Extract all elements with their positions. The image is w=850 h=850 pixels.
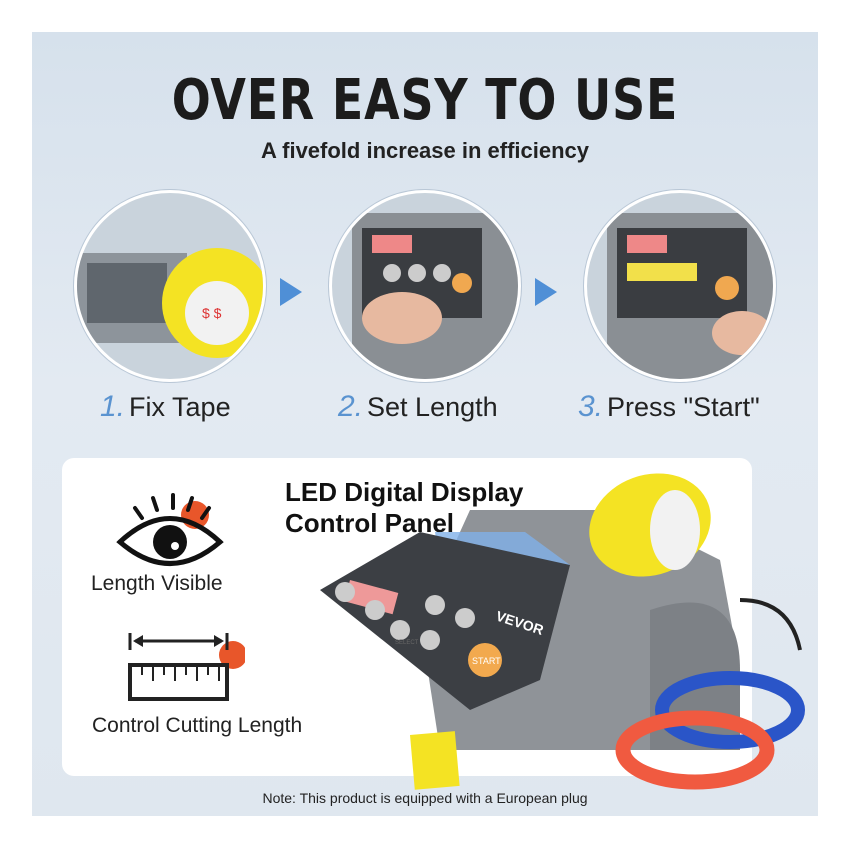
- svg-text:$ $: $ $: [202, 305, 222, 321]
- arrow-right-icon: [280, 278, 302, 306]
- panel-title-line2: Control Panel: [285, 508, 455, 538]
- page-subtitle: A fivefold increase in efficiency: [260, 138, 590, 163]
- step-3-label: 3.Press "Start": [578, 390, 760, 424]
- step-number: 3.: [578, 390, 604, 423]
- start-button-label: START: [472, 656, 501, 666]
- step-number: 2.: [338, 390, 364, 423]
- feature-control-cutting-length: Control Cutting Length: [92, 714, 303, 737]
- plug-note: Note: This product is equipped with a Eu…: [262, 790, 588, 806]
- step-1-label: 1.Fix Tape: [100, 390, 231, 424]
- panel-title-line1: LED Digital Display: [285, 477, 524, 507]
- step-1-image: $ $: [74, 190, 266, 382]
- arrow-right-icon: [535, 278, 557, 306]
- ruler-icon: [128, 633, 245, 701]
- step-3-image: [584, 190, 776, 382]
- step-2-image: [329, 190, 521, 382]
- step-number: 1.: [100, 390, 126, 423]
- step-text: Fix Tape: [129, 392, 231, 422]
- page-title: OVER EASY TO USE: [171, 68, 679, 133]
- eye-icon: [116, 493, 224, 566]
- step-text: Set Length: [367, 392, 498, 422]
- step-2-label: 2.Set Length: [338, 390, 498, 424]
- feature-length-visible: Length Visible: [91, 572, 223, 595]
- tape-dispenser-image: VEVOR START SELECT: [320, 473, 805, 790]
- select-button-label: SELECT: [395, 640, 419, 646]
- step-text: Press "Start": [607, 392, 760, 422]
